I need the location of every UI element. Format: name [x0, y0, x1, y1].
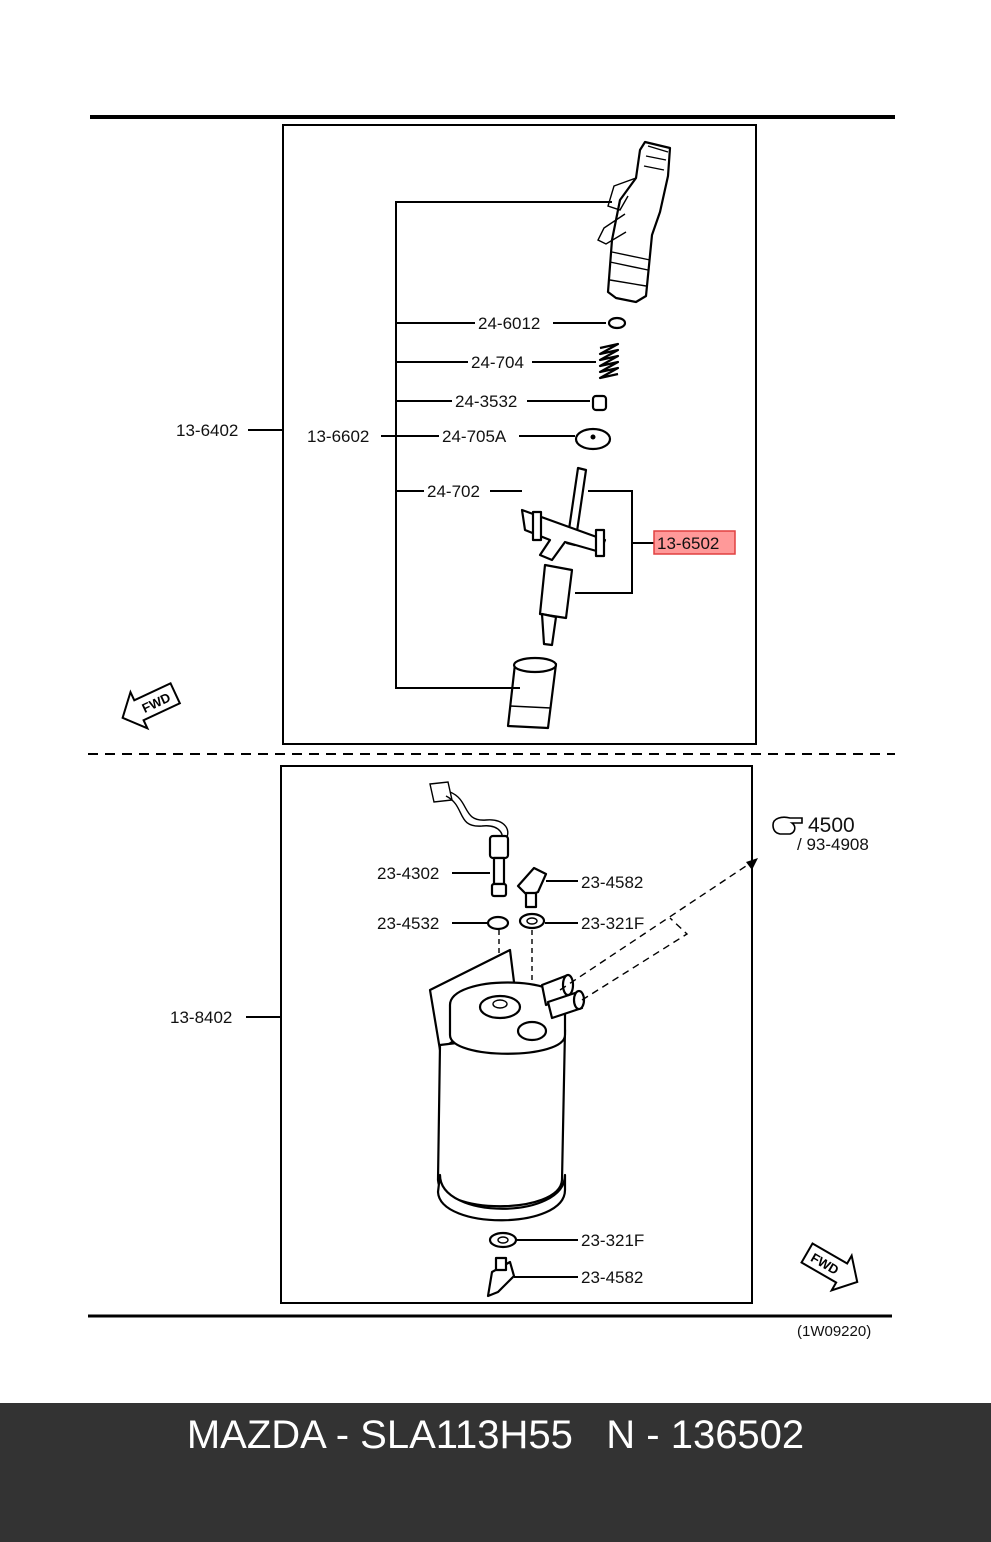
- water-sensor-harness: [430, 782, 508, 842]
- push-rod-24-3532: [593, 396, 606, 410]
- label-24-704: 24-704: [471, 353, 524, 372]
- injector-holder-illustration: [598, 142, 670, 302]
- spacer-24-705a: [576, 429, 610, 449]
- label-93-4908: / 93-4908: [797, 835, 869, 854]
- sensor-23-4302: [490, 836, 508, 896]
- gasket-23-4532: [488, 917, 508, 929]
- label-23-321f-top: 23-321F: [581, 914, 644, 933]
- label-23-4582-top: 23-4582: [581, 873, 643, 892]
- label-24-705a: 24-705A: [442, 427, 507, 446]
- label-13-6502: 13-6502: [657, 534, 719, 553]
- label-13-6602: 13-6602: [307, 427, 369, 446]
- gasket-23-321f-top: [520, 914, 544, 928]
- part-number-caption: MAZDA - SLA113H55 N - 136502: [187, 1413, 804, 1458]
- retaining-nut-illustration: [508, 658, 556, 728]
- gasket-23-321f-bottom: [490, 1233, 516, 1247]
- label-24-6012: 24-6012: [478, 314, 540, 333]
- label-23-4582-bottom: 23-4582: [581, 1268, 643, 1287]
- label-13-8402: 13-8402: [170, 1008, 232, 1027]
- label-23-4532: 23-4532: [377, 914, 439, 933]
- label-24-3532: 24-3532: [455, 392, 517, 411]
- vent-screw-23-4582: [518, 868, 546, 907]
- label-13-6402: 13-6402: [176, 421, 238, 440]
- reference-hand-icon: [773, 817, 802, 834]
- label-23-321f-bottom: 23-321F: [581, 1231, 644, 1250]
- diagram-code: (1W09220): [797, 1323, 871, 1340]
- spring-24-704: [600, 344, 618, 378]
- nozzle-assembly-13-6502: [522, 468, 605, 645]
- fuel-filter-body: [430, 950, 584, 1220]
- fwd-arrow-top: FWD: [114, 675, 183, 736]
- label-23-4302: 23-4302: [377, 864, 439, 883]
- drain-plug-23-4582: [488, 1258, 514, 1296]
- washer-24-6012: [609, 318, 625, 328]
- fwd-arrow-bottom: FWD: [797, 1236, 867, 1300]
- label-4500: 4500: [808, 814, 855, 837]
- parts-diagram: 24-6012 24-704 24-3532 13-6402 13-6602 2…: [0, 0, 991, 1400]
- footer-bar: MAZDA - SLA113H55 N - 136502: [0, 1403, 991, 1542]
- label-24-702: 24-702: [427, 482, 480, 501]
